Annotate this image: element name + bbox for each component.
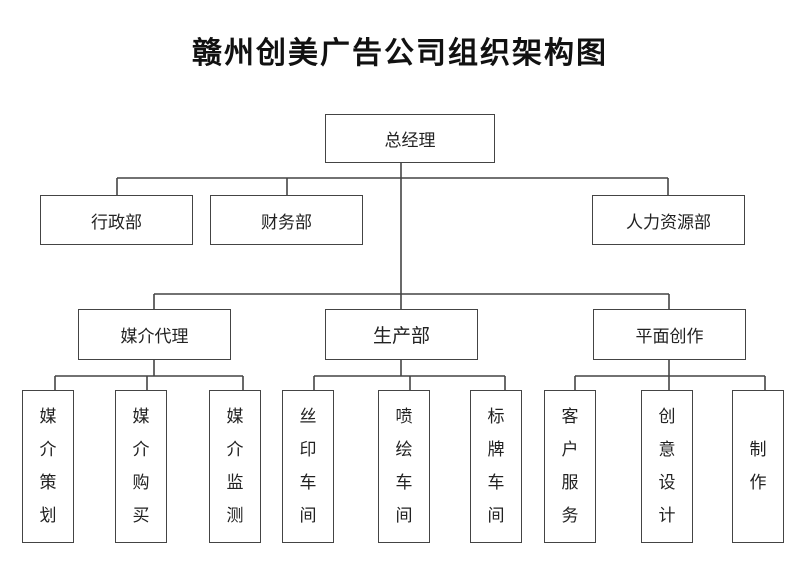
node-production-label: 制作: [749, 439, 767, 493]
node-signage-workshop-label: 标牌车间: [487, 406, 505, 526]
node-screen-printing-label: 丝印车间: [299, 406, 317, 526]
node-hr-dept: 人力资源部: [592, 195, 745, 245]
node-customer-service-label: 客户服务: [561, 406, 579, 526]
node-media-planning-label: 媒介策划: [39, 406, 57, 526]
node-general-manager: 总经理: [325, 114, 495, 163]
node-media-monitoring: 媒介监测: [209, 390, 261, 543]
node-production: 制作: [732, 390, 784, 543]
node-media-agency: 媒介代理: [78, 309, 231, 360]
node-screen-printing: 丝印车间: [282, 390, 334, 543]
node-signage-workshop: 标牌车间: [470, 390, 522, 543]
node-admin-dept: 行政部: [40, 195, 193, 245]
node-customer-service: 客户服务: [544, 390, 596, 543]
node-creative-design-label: 创意设计: [658, 406, 676, 526]
node-media-planning: 媒介策划: [22, 390, 74, 543]
node-media-monitoring-label: 媒介监测: [226, 406, 244, 526]
node-inkjet-printing-label: 喷绘车间: [395, 406, 413, 526]
node-creative-design: 创意设计: [641, 390, 693, 543]
node-inkjet-printing: 喷绘车间: [378, 390, 430, 543]
node-media-buying-label: 媒介购买: [132, 406, 150, 526]
node-production-dept: 生产部: [325, 309, 478, 360]
node-media-buying: 媒介购买: [115, 390, 167, 543]
node-finance-dept: 财务部: [210, 195, 363, 245]
node-graphic-design: 平面创作: [593, 309, 746, 360]
chart-title: 赣州创美广告公司组织架构图: [192, 36, 608, 71]
